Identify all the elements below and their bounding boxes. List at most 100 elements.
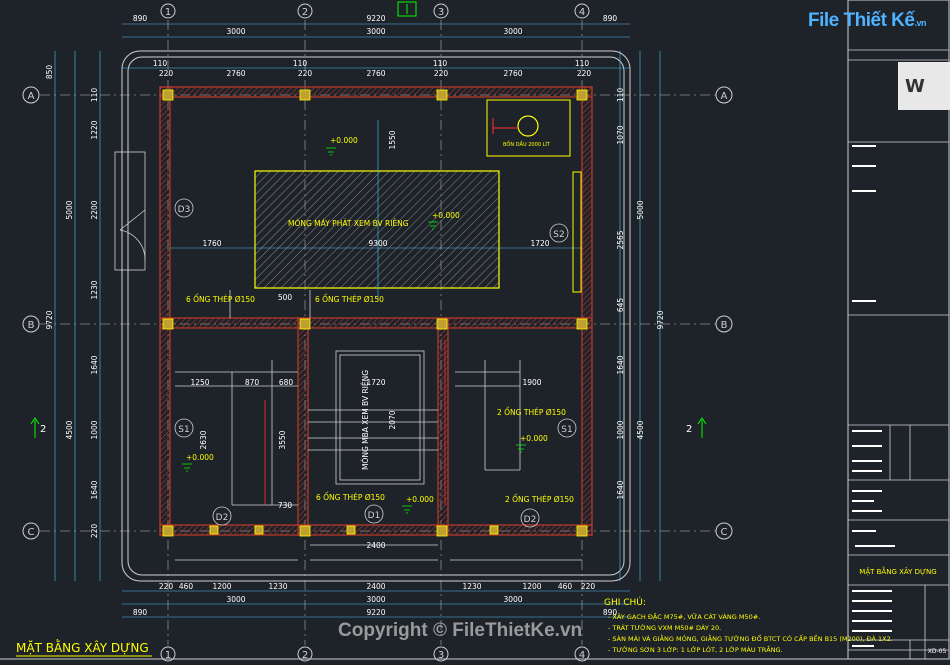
tag-s2: S2 [553, 230, 564, 240]
title-block-sheet-no: XD-05 [928, 648, 947, 655]
watermark-logo: File Thiết Kế.vn [808, 10, 928, 40]
dim-2070: 2070 [388, 410, 397, 429]
generator-label: MÓNG MÁY PHÁT XEM BV RIÊNG [288, 219, 409, 228]
watermark-copyright: Copyright © FileThietKe.vn [338, 620, 583, 641]
dim-top-seg-4: 110 [575, 59, 590, 68]
dim-right-seg-3: 2565 [616, 230, 625, 249]
title-block [848, 49, 949, 659]
title-block-rows [852, 145, 895, 647]
notes-title: GHI CHÚ: [604, 596, 646, 608]
dim-right-overall: 9720 [656, 310, 665, 329]
dim-2630: 2630 [199, 430, 208, 449]
dim-top-seg-2: 110 [293, 59, 308, 68]
window-right [572, 171, 582, 293]
door-window-tags [174, 198, 577, 528]
notes: GHI CHÚ: - XÂY GẠCH ĐẶC M75#, VỮA CÁT VÀ… [604, 596, 893, 654]
notes-line-1: - XÂY GẠCH ĐẶC M75#, VỮA CÁT VÀNG M50#. [608, 612, 760, 621]
pipe6-mid-label: 6 ỐNG THÉP Ø150 [315, 294, 384, 304]
generator-foundation [170, 120, 582, 300]
grid-label-1: 1 [165, 7, 171, 18]
grid-label-2: 2 [302, 7, 308, 18]
tag-d2-left: D2 [216, 513, 229, 523]
dim-top-bay-3: 3000 [503, 27, 522, 36]
grid-label-c: C [28, 527, 35, 538]
dim-730: 730 [278, 501, 293, 510]
dim-bot-seg-2: 460 [179, 582, 194, 591]
dim-bot-seg-4: 1230 [268, 582, 287, 591]
dim-top-inner-7: 220 [577, 69, 592, 78]
dim-left-seg-6: 1000 [90, 420, 99, 439]
dim-bot-seg-3: 1200 [212, 582, 231, 591]
grid-label-3b: 3 [438, 650, 444, 661]
dim-right-bay-1: 5000 [636, 200, 645, 219]
dim-1550: 1550 [388, 130, 397, 149]
dim-bot-bay-2: 3000 [366, 595, 385, 604]
dim-bot-left-margin: 890 [133, 608, 148, 617]
dim-bot-right-margin: 890 [603, 608, 618, 617]
columns [162, 89, 588, 537]
dim-right-seg-5: 1640 [616, 355, 625, 374]
dim-1250: 1250 [190, 378, 209, 387]
door-left [114, 151, 146, 271]
grid-label-4: 4 [579, 7, 585, 18]
dim-left-seg-8: 220 [90, 524, 99, 539]
pipe2-bottom-label: 2 ỐNG THÉP Ø150 [505, 494, 574, 504]
dim-1720-b: 1720 [366, 378, 385, 387]
dim-500: 500 [278, 293, 293, 302]
dim-bot-bay-1: 3000 [226, 595, 245, 604]
site-boundary [121, 50, 631, 582]
dim-right-seg-7: 1640 [616, 480, 625, 499]
dim-top-inner-6: 2760 [503, 69, 522, 78]
dim-bot-seg-6: 1230 [462, 582, 481, 591]
grid-label-b: B [28, 320, 35, 331]
dim-top-inner-3: 220 [298, 69, 313, 78]
dimension-texts: 9220 890 890 3000 3000 3000 110 110 110 … [45, 14, 665, 617]
section-label-left: 2 [40, 424, 46, 435]
pipe6-bottom-label: 6 ỐNG THÉP Ø150 [316, 492, 385, 502]
section-label-right: 2 [686, 424, 692, 435]
grid-label-c-r: C [721, 527, 728, 538]
pipe2-right-label: 2 ỐNG THÉP Ø150 [497, 407, 566, 417]
dim-left-seg-7: 1640 [90, 480, 99, 499]
grid-label-3: 3 [438, 7, 444, 18]
tag-s1-right: S1 [561, 425, 572, 435]
section-labels: 2 2 [40, 424, 692, 435]
dim-top-bay-1: 3000 [226, 27, 245, 36]
dim-top-inner-5: 220 [434, 69, 449, 78]
annotations: MÓNG MÁY PHÁT XEM BV RIÊNG BỒN DẦU 2000 … [186, 136, 574, 504]
dim-bot-overall: 9220 [366, 608, 385, 617]
dim-right-bay-2: 4500 [636, 420, 645, 439]
grid-label-4b: 4 [579, 650, 585, 661]
elev-2: +0.000 [432, 211, 460, 220]
grid-bubbles [22, 3, 733, 662]
dim-left-seg-2: 1220 [90, 120, 99, 139]
transformer-label: MÓNG MBA XEM BV RIÊNG [361, 370, 370, 470]
dim-top-inner-2: 2760 [226, 69, 245, 78]
grid-label-1b: 1 [165, 650, 171, 661]
dim-right-seg-4: 645 [616, 298, 625, 313]
dim-left-bay-2: 4500 [65, 420, 74, 439]
dim-left-seg-5: 1640 [90, 355, 99, 374]
grid-label-a: A [28, 91, 35, 102]
grid-lines [40, 20, 720, 645]
oil-tank [486, 99, 571, 157]
title-block-sheet-name: MẶT BẰNG XÂY DỰNG [859, 566, 936, 576]
notes-line-3: - SÀN MÁI VÀ GIẰNG MÓNG, GIẰNG TƯỜNG ĐỔ … [608, 633, 893, 643]
interior-lines [175, 290, 582, 561]
dim-top-overall: 9220 [366, 14, 385, 23]
dim-bot-seg-9: 220 [581, 582, 596, 591]
north-arrow [397, 1, 417, 17]
watermark-logo-main: File Thiết Kế [808, 10, 915, 31]
door-window-labels: D3 S2 S1 S1 D2 D1 D2 [178, 205, 573, 525]
notes-line-2: - TRÁT TƯỜNG VXM M50# DÀY 20. [608, 623, 721, 632]
dim-1760: 1760 [202, 239, 221, 248]
title-block-logo-box [898, 62, 950, 110]
grid-labels: 1 2 3 4 1 2 3 4 A B C A B C [28, 7, 728, 661]
dim-bot-bay-3: 3000 [503, 595, 522, 604]
grid-label-2b: 2 [302, 650, 308, 661]
dimension-lines [54, 23, 661, 618]
elev-4: +0.000 [520, 434, 548, 443]
dim-bot-seg-7: 1200 [522, 582, 541, 591]
dim-left-bay-1: 5000 [65, 200, 74, 219]
